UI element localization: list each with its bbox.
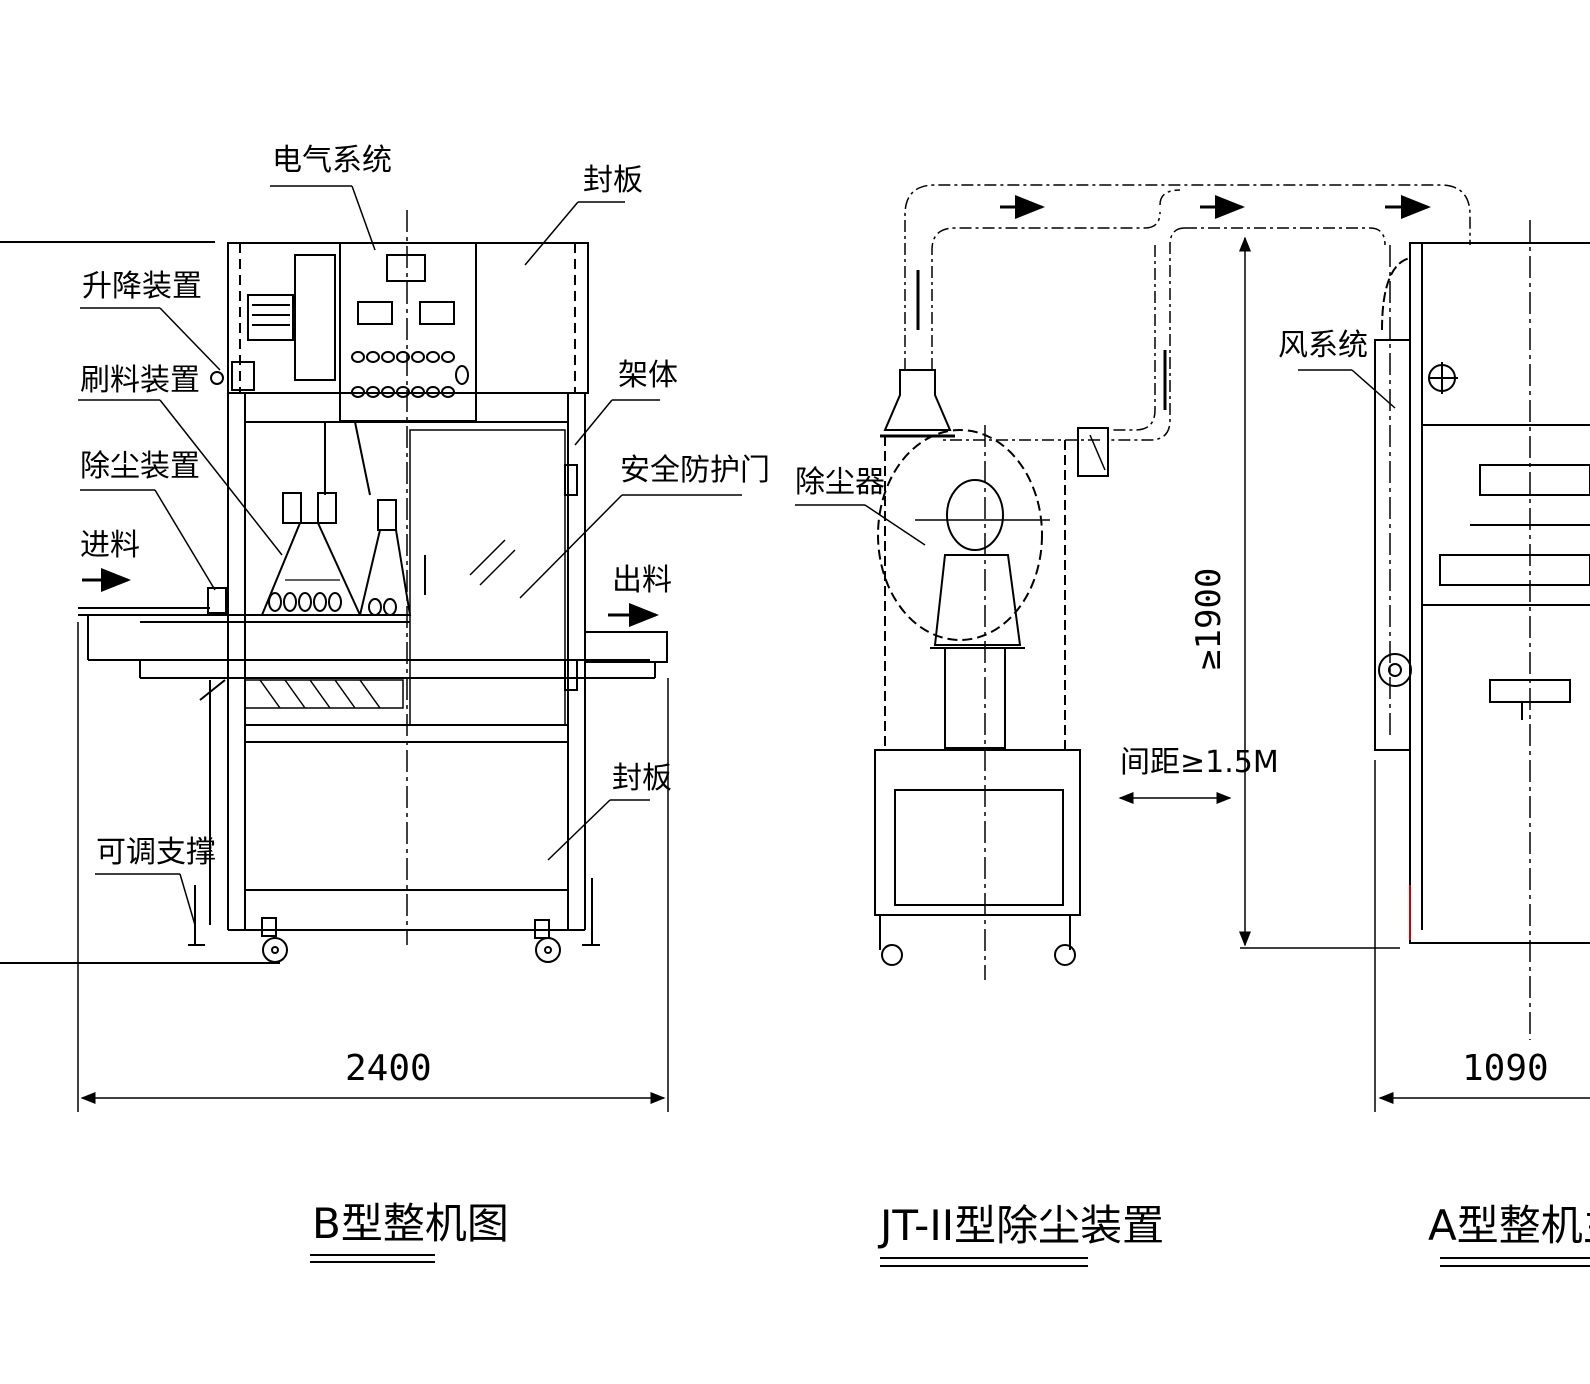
dim-left-overall-width: 2400 bbox=[345, 1048, 432, 1089]
label-cover-panel: 封板 bbox=[583, 163, 643, 198]
left-view-machine bbox=[0, 185, 742, 1263]
title-middle-view: JT-II型除尘装置 bbox=[877, 1201, 1164, 1250]
label-leveling-support: 可调支撑 bbox=[96, 835, 216, 870]
right-view-machine bbox=[1298, 220, 1590, 1267]
conveyor-hatch bbox=[244, 679, 404, 709]
label-frame: 架体 bbox=[618, 358, 678, 393]
label-outfeed: 出料 bbox=[612, 563, 672, 598]
label-side-panel: 封板 bbox=[612, 761, 672, 796]
label-lifting-device: 升降装置 bbox=[82, 269, 202, 304]
label-electrical-system: 电气系统 bbox=[272, 143, 392, 178]
dim-middle-height: ≥1900 bbox=[1189, 568, 1229, 670]
control-buttons bbox=[351, 351, 469, 398]
label-duct-system: 风系统 bbox=[1278, 328, 1368, 363]
brush-nozzles bbox=[260, 421, 412, 616]
label-dust-collector: 除尘器 bbox=[795, 465, 885, 500]
dim-middle-spacing: 间距≥1.5M bbox=[1120, 745, 1279, 780]
left-leaders bbox=[78, 185, 742, 926]
title-right-view: A型整机主视 bbox=[1428, 1201, 1590, 1250]
label-infeed: 进料 bbox=[80, 528, 140, 563]
label-brush-device: 刷料装置 bbox=[80, 363, 200, 398]
label-safety-door: 安全防护门 bbox=[620, 453, 770, 488]
dim-right-overall-width: 1090 bbox=[1462, 1048, 1549, 1089]
middle-view-dust-collector bbox=[795, 184, 1471, 1267]
label-deburr-device: 除尘装置 bbox=[80, 449, 200, 484]
title-left-view: B型整机图 bbox=[312, 1199, 509, 1248]
